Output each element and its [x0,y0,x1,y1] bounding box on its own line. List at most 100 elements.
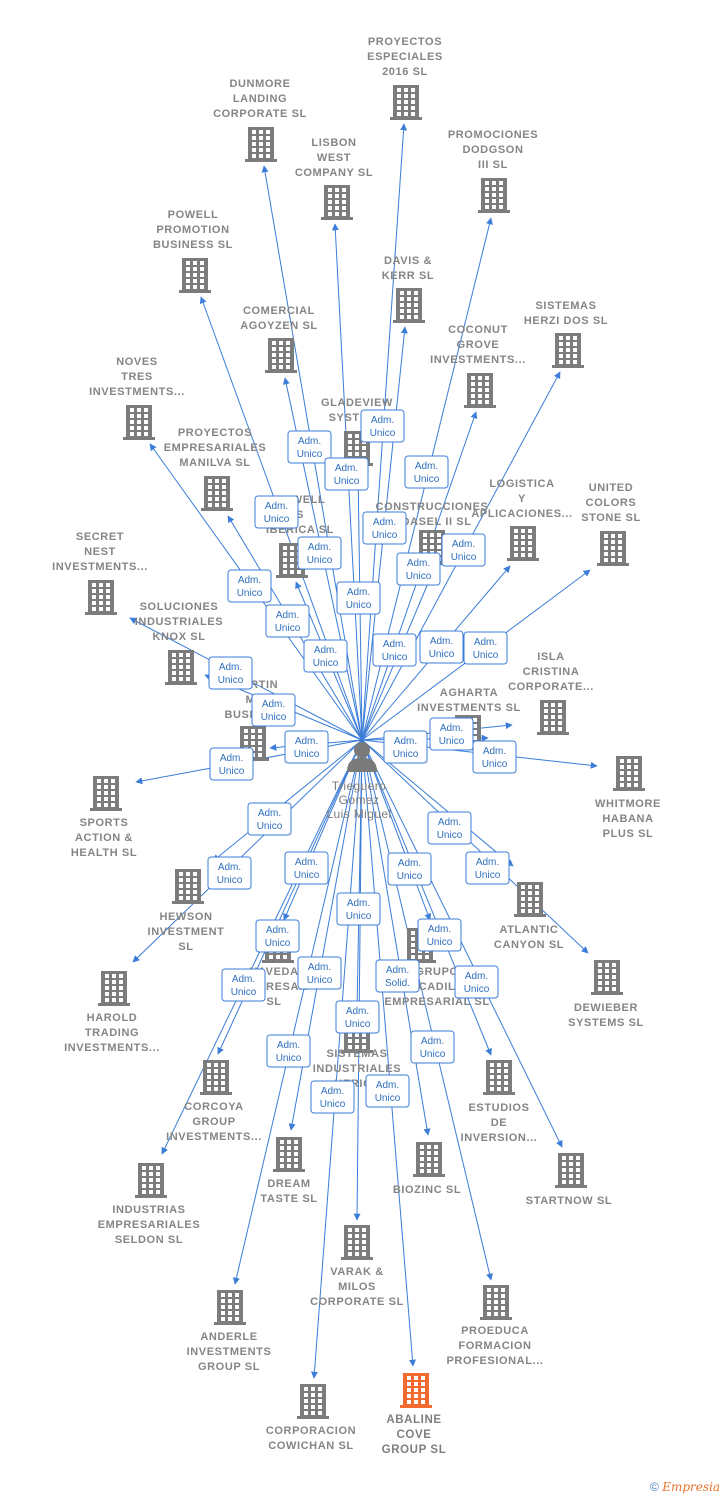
company-node-secret[interactable]: SECRETNESTINVESTMENTS... [52,531,148,615]
role-badge-text: Unico [313,658,339,669]
role-badge[interactable]: Adm.Unico [310,1080,355,1114]
role-badge[interactable]: Adm.Unico [365,1074,410,1108]
company-node-corcoya[interactable]: CORCOYAGROUPINVESTMENTS... [166,1060,262,1143]
role-badge[interactable]: Adm.Unico [360,409,405,443]
role-badge[interactable]: Adm.Unico [335,1000,380,1034]
role-badge[interactable]: Adm.Unico [410,1030,455,1064]
company-label-line: CANYON SL [494,939,564,951]
role-badge[interactable]: Adm.Unico [454,965,499,999]
company-node-noves[interactable]: NOVESTRESINVESTMENTS... [89,356,185,440]
role-badge[interactable]: Adm.Unico [284,730,329,764]
company-node-estudios[interactable]: ESTUDIOSDEINVERSION... [461,1060,538,1144]
role-badge[interactable]: Adm.Unico [255,919,300,953]
role-badge[interactable]: Adm.Unico [429,717,474,751]
role-badge-text: Unico [375,1093,401,1104]
company-node-harold[interactable]: HAROLDTRADINGINVESTMENTS... [64,971,160,1054]
role-badge-text: Unico [275,623,301,634]
role-badge[interactable]: Adm.Unico [247,802,292,836]
company-label-line: SOLUCIONES [140,601,219,613]
role-badge[interactable]: Adm.Unico [265,604,310,638]
building-icon [297,1384,329,1419]
company-label-line: INVESTMENTS [187,1346,272,1358]
company-node-davis[interactable]: DAVIS &KERR SL [382,255,434,323]
company-label-line: TRES [121,371,153,383]
role-badge[interactable]: Adm.Unico [336,892,381,926]
role-badge[interactable]: Adm.Unico [427,811,472,845]
role-badge[interactable]: Adm.Unico [465,851,510,885]
company-node-biozinc[interactable]: BIOZINC SL [393,1142,461,1196]
role-badge[interactable]: Adm.Unico [463,631,508,665]
role-badge[interactable]: Adm.Unico [221,968,266,1002]
role-badge[interactable]: Adm.Unico [472,740,517,774]
company-label-line: PROYECTOS [178,427,252,439]
company-node-coconut[interactable]: COCONUTGROVEINVESTMENTS... [430,324,526,408]
company-node-proeduca[interactable]: PROEDUCAFORMACIONPROFESIONAL... [446,1285,543,1367]
edge-anderle [233,739,363,1285]
role-badge-text: Adm. [430,636,453,647]
company-label-line: EMPRESARIALES [98,1219,201,1231]
role-badge[interactable]: Adm.Unico [287,430,332,464]
company-label-line: CORPORATE... [508,681,594,693]
footer-brand[interactable]: © Empresia [650,1480,720,1494]
center-person[interactable]: Trieguero Gomez Luis Miguel [326,742,391,821]
role-badge[interactable]: Adm.Unico [208,656,253,690]
role-badge[interactable]: Adm.Unico [297,536,342,570]
role-badge[interactable]: Adm.Unico [417,918,462,952]
role-badge[interactable]: Adm.Unico [251,693,296,727]
role-badge[interactable]: Adm.Unico [297,956,342,990]
company-node-isla[interactable]: ISLACRISTINACORPORATE... [508,651,594,735]
role-badge[interactable]: Adm.Unico [404,455,449,489]
role-badge[interactable]: Adm.Unico [372,633,417,667]
role-badge[interactable]: Adm.Unico [336,581,381,615]
center-label-line-3: Luis Miguel [326,807,391,821]
company-node-logistica[interactable]: LOGISTICAYAPLICACIONES... [471,478,572,561]
role-badge[interactable]: Adm.Unico [362,511,407,545]
role-badge[interactable]: Adm.Unico [284,851,329,885]
role-badge[interactable]: Adm.Unico [207,856,252,890]
role-badge-text: Adm. [386,965,409,976]
company-label-line: MANILVA SL [179,457,250,469]
role-badge[interactable]: Adm.Unico [227,569,272,603]
role-badge-text: Unico [420,1049,446,1060]
role-badge[interactable]: Adm.Unico [303,639,348,673]
role-badge[interactable]: Adm.Unico [387,852,432,886]
role-badge-text: Unico [393,749,419,760]
role-badge[interactable]: Adm.Solid. [375,959,420,993]
role-badge-text: Adm. [321,1086,344,1097]
role-badge-text: Adm. [452,539,475,550]
role-badge[interactable]: Adm.Unico [209,747,254,781]
company-node-startnow[interactable]: STARTNOW SL [526,1153,612,1207]
company-label-line: WHITMORE [595,798,661,810]
role-badge[interactable]: Adm.Unico [266,1034,311,1068]
role-badge[interactable]: Adm.Unico [419,630,464,664]
role-badge[interactable]: Adm.Unico [396,552,441,586]
building-icon [552,333,584,368]
role-badge[interactable]: Adm.Unico [441,533,486,567]
role-badge[interactable]: Adm.Unico [324,457,369,491]
role-badge[interactable]: Adm.Unico [254,495,299,529]
role-badge[interactable]: Adm.Unico [383,730,428,764]
building-icon [613,756,645,791]
